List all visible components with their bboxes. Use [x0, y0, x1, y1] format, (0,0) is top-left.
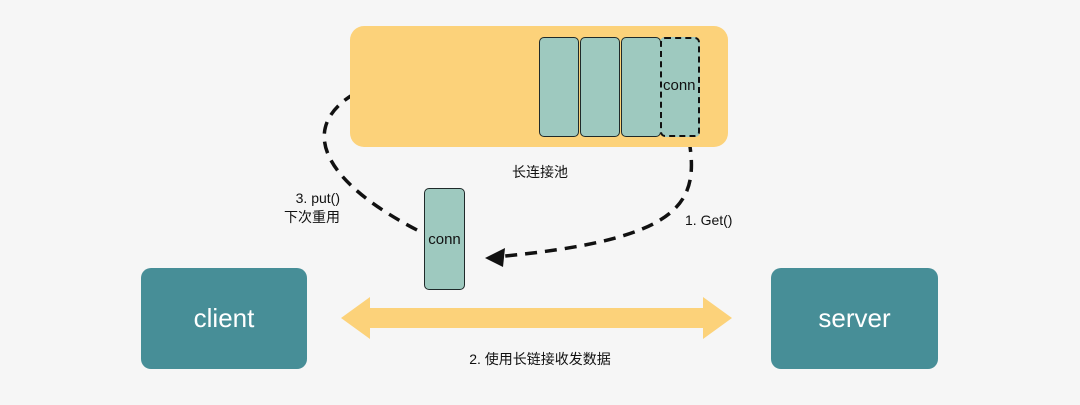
get-arrowhead [485, 248, 505, 267]
put-step-label: 3. put() 下次重用 [272, 189, 340, 227]
pool-caption: 长连接池 [512, 164, 568, 180]
floating-conn-label: conn [428, 231, 461, 248]
client-node: client [141, 268, 307, 369]
client-label: client [193, 303, 255, 333]
pool-slot-label: conn [663, 77, 696, 94]
transfer-step-label: 2. 使用长链接收发数据 [469, 351, 611, 367]
server-node: server [771, 268, 938, 369]
put-step-line1: 3. put() [295, 190, 340, 206]
pool-slot [621, 37, 661, 137]
floating-conn: conn [424, 188, 465, 290]
get-step-label: 1. Get() [685, 212, 733, 228]
put-step-line2: 下次重用 [284, 209, 340, 225]
pool-slot [539, 37, 579, 137]
pool-slot [580, 37, 620, 137]
get-arrow-path [494, 139, 694, 259]
server-label: server [818, 303, 891, 333]
pool-slot-active: conn [660, 37, 700, 137]
transfer-double-arrow [341, 297, 732, 339]
